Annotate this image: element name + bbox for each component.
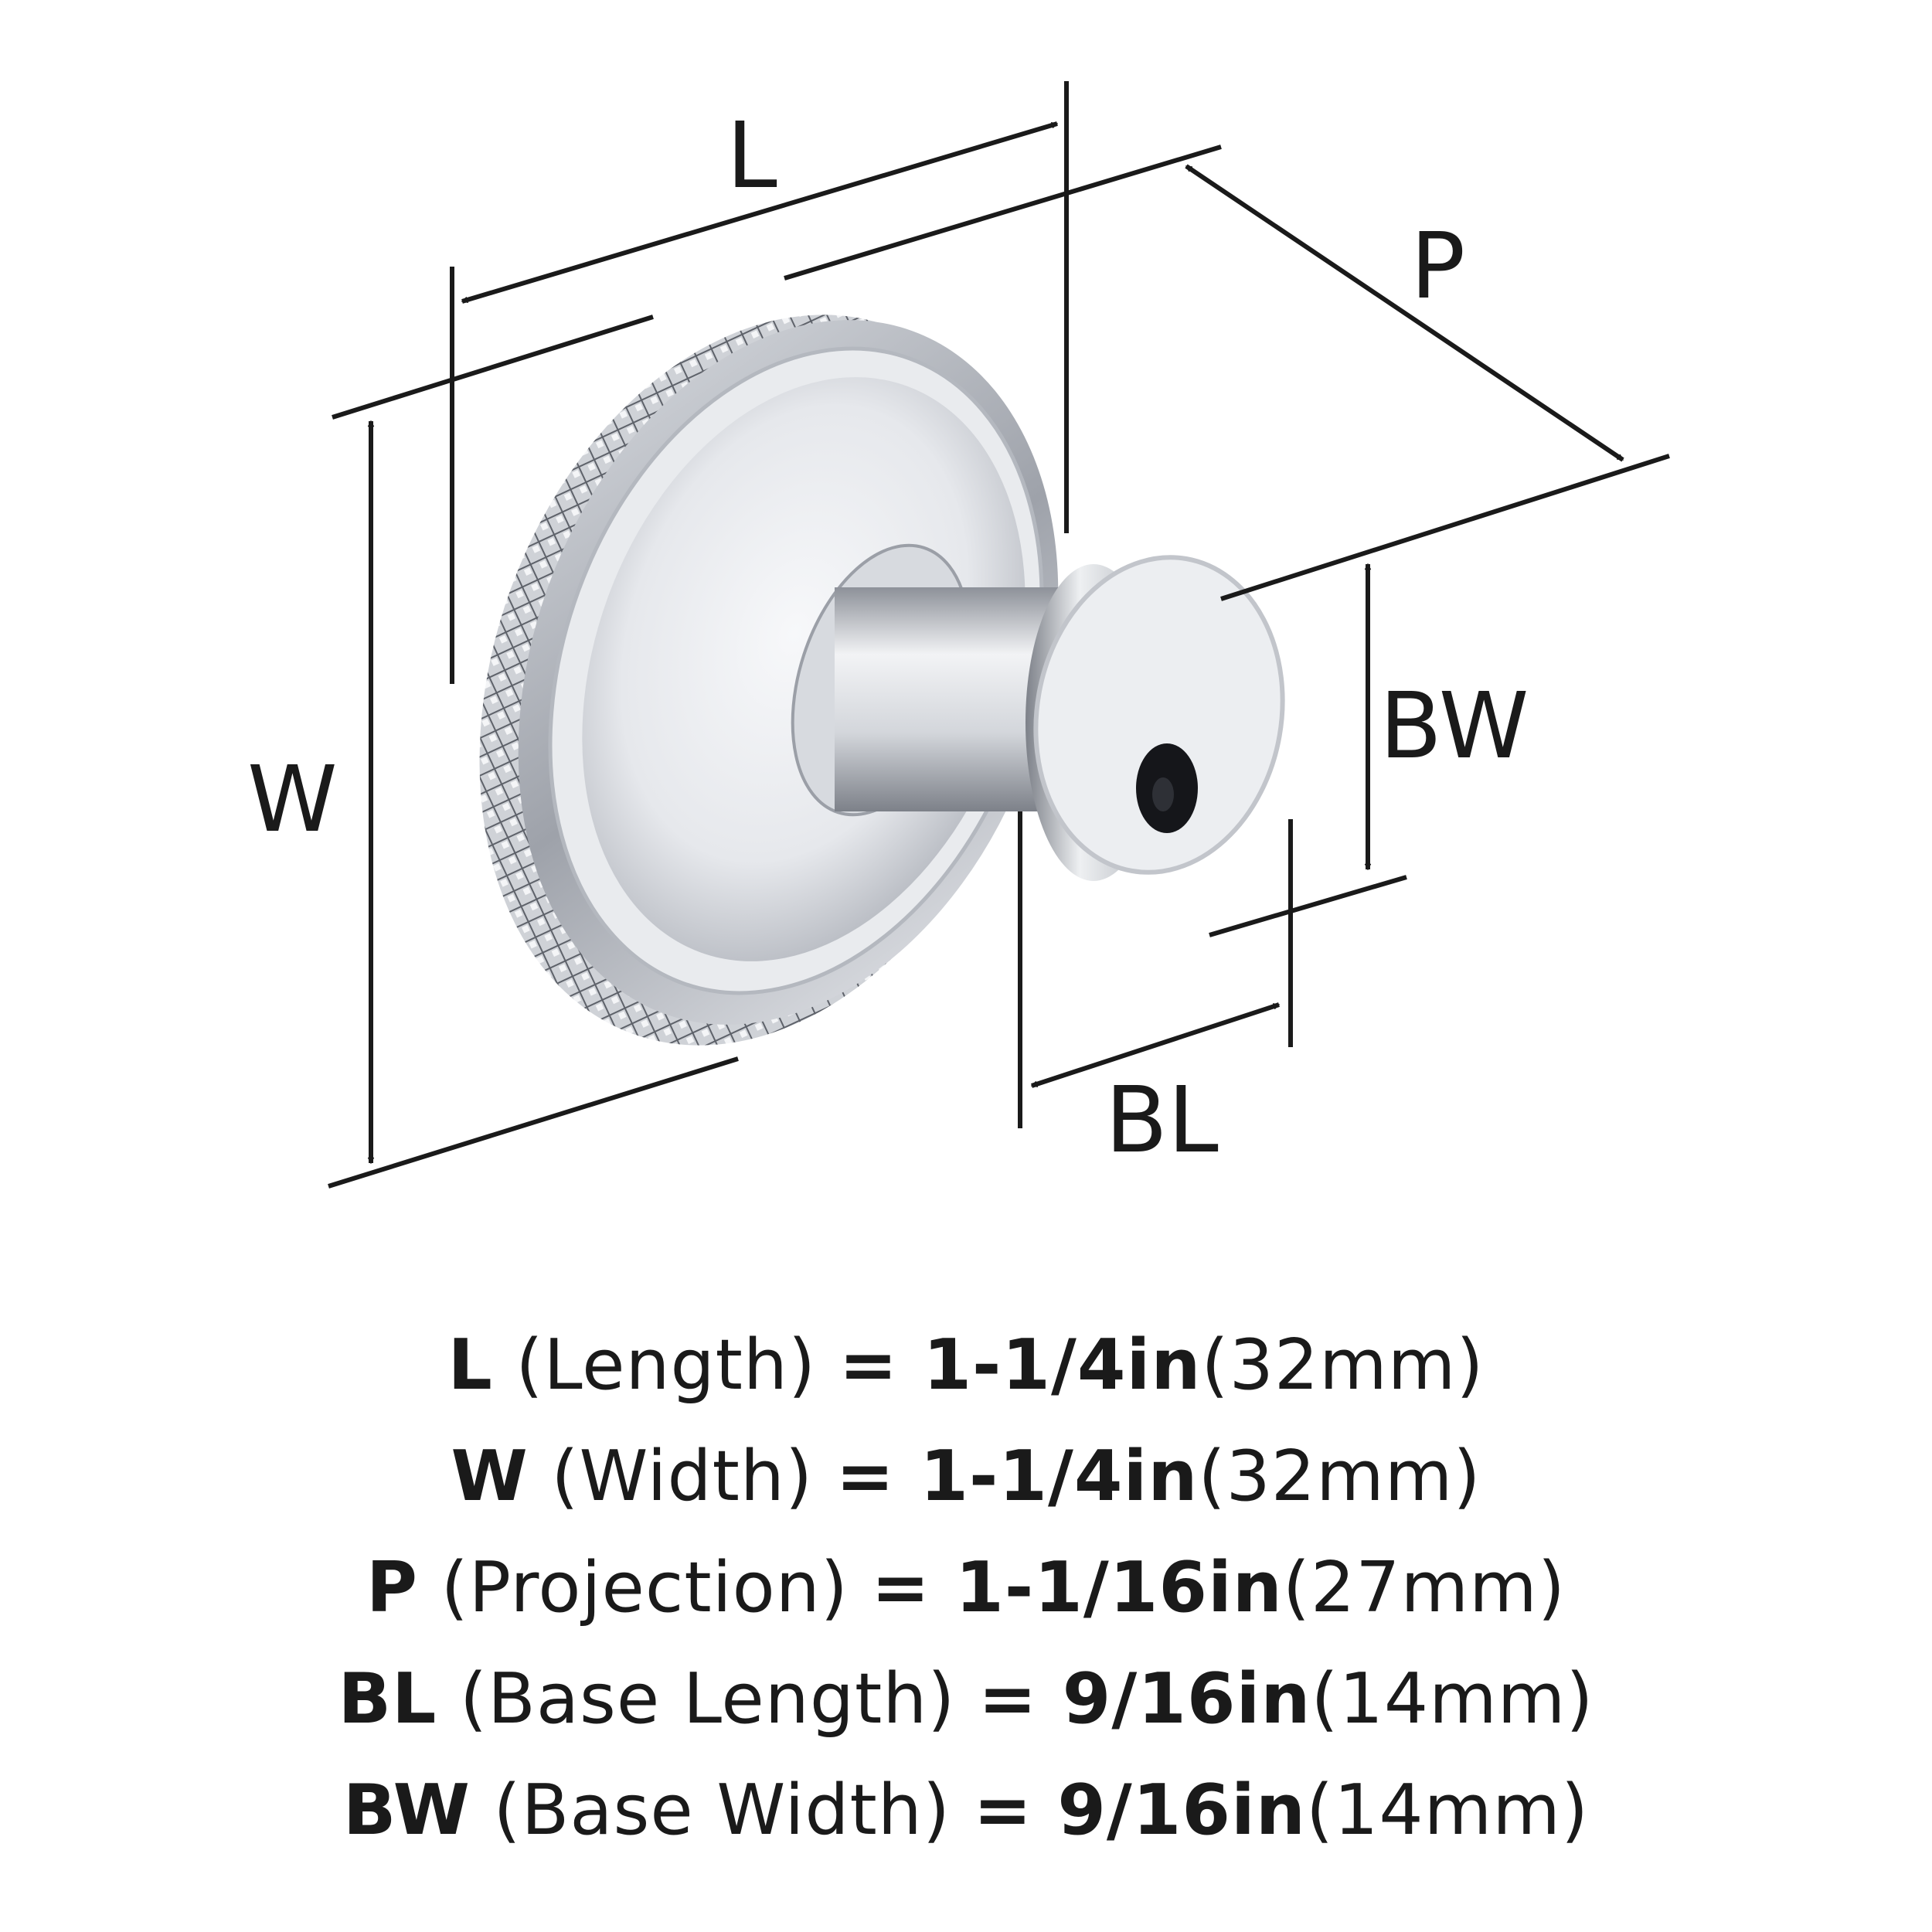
spec-length: L (Length) = 1-1/4in(32mm): [447, 1325, 1485, 1406]
dimension-specs: L (Length) = 1-1/4in(32mm) W (Width) = 1…: [0, 1310, 1932, 1866]
cap-face: [1033, 555, 1285, 875]
stem: [835, 587, 1082, 811]
hook-illustration: [479, 315, 1285, 1046]
label-P: P: [1410, 213, 1465, 319]
label-BL: BL: [1105, 1066, 1219, 1173]
spec-projection: P (Projection) = 1-1/16in(27mm): [366, 1547, 1566, 1628]
base-length-arrow: [1032, 1002, 1279, 1088]
length-arrow: [462, 121, 1057, 304]
hook-dimension-diagram: L W P BW BL: [247, 81, 1670, 1189]
label-W: W: [247, 746, 338, 852]
projection-arrow: [1185, 164, 1624, 462]
dimension-lines: [328, 81, 1670, 1189]
label-L: L: [726, 102, 777, 209]
label-BW: BW: [1379, 672, 1529, 779]
spec-base-width: BW (Base Width) = 9/16in(14mm): [342, 1770, 1590, 1851]
spec-width: W (Width) = 1-1/4in(32mm): [451, 1436, 1481, 1517]
spec-base-length: BL (Base Length) = 9/16in(14mm): [338, 1658, 1594, 1740]
